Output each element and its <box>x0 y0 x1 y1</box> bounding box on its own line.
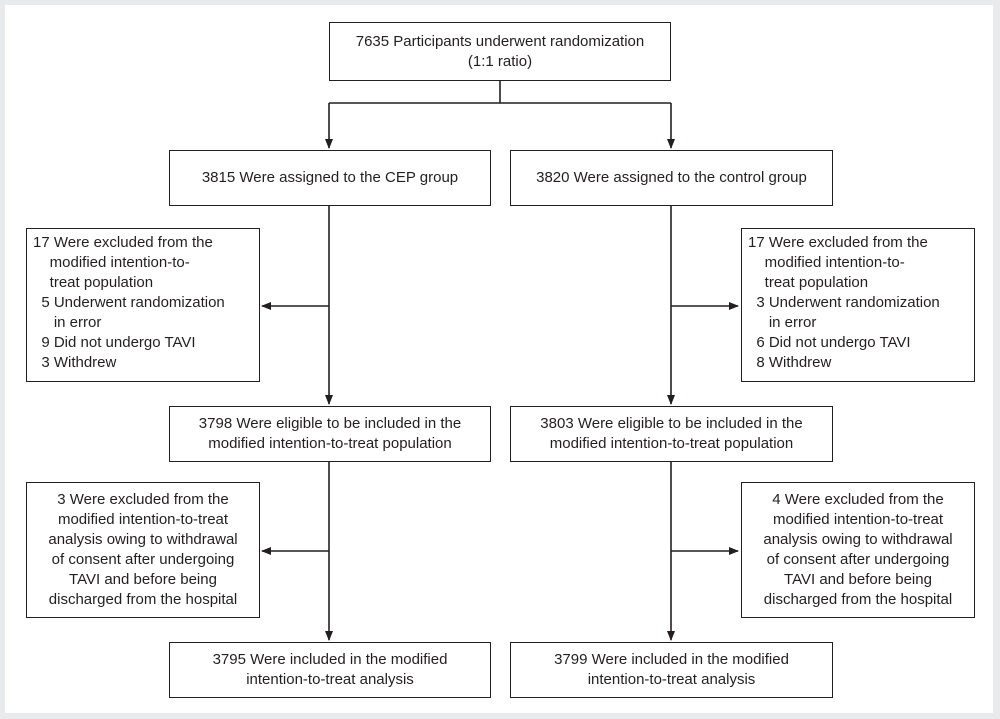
control-excluded-analysis-line: TAVI and before being <box>784 571 932 588</box>
control-assigned-box: 3820 Were assigned to the control group <box>510 150 833 206</box>
cep-excluded-analysis-line: modified intention-to-treat <box>57 511 229 528</box>
cep-excluded-line: 9 Did not undergo TAVI <box>33 334 196 351</box>
control-excluded-population-box: 17 Were excluded from the modified inten… <box>741 228 975 382</box>
control-excluded-analysis-line: discharged from the hospital <box>763 591 953 608</box>
control-excluded-line: 17 Were excluded from the <box>748 234 928 251</box>
control-eligible-line-2: modified intention-to-treat population <box>549 435 794 452</box>
control-included-line-1: 3799 Were included in the modified <box>554 651 789 668</box>
control-eligible-box: 3803 Were eligible to be included in the… <box>510 406 833 462</box>
cep-excluded-analysis-line: TAVI and before being <box>69 571 217 588</box>
control-excluded-analysis-line: modified intention-to-treat <box>772 511 944 528</box>
cep-included-line-1: 3795 Were included in the modified <box>212 651 448 668</box>
cep-excluded-line: in error <box>33 314 102 331</box>
cep-eligible-line-1: 3798 Were eligible to be included in the <box>198 415 462 432</box>
cep-excluded-line: treat population <box>33 274 154 291</box>
control-excluded-line: modified intention-to- <box>748 254 905 271</box>
cep-excluded-analysis-line: discharged from the hospital <box>48 591 238 608</box>
cep-excluded-line: 5 Underwent randomization <box>33 294 225 311</box>
cep-excluded-line: 3 Withdrew <box>33 354 117 371</box>
randomization-box: 7635 Participants underwent randomizatio… <box>329 22 671 81</box>
cep-eligible-line-2: modified intention-to-treat population <box>208 435 452 452</box>
cep-assigned-box: 3815 Were assigned to the CEP group <box>169 150 491 206</box>
control-excluded-analysis-box: 4 Were excluded from the modified intent… <box>741 482 975 618</box>
cep-included-line-2: intention-to-treat analysis <box>246 671 414 688</box>
control-excluded-line: 3 Underwent randomization <box>748 294 940 311</box>
control-excluded-analysis-line: analysis owing to withdrawal <box>763 531 953 548</box>
control-excluded-line: in error <box>748 314 817 331</box>
cep-assigned-text: 3815 Were assigned to the CEP group <box>201 169 459 186</box>
control-included-line-2: intention-to-treat analysis <box>587 671 756 688</box>
cep-excluded-population-box: 17 Were excluded from the modified inten… <box>26 228 260 382</box>
cep-excluded-analysis-line: of consent after undergoing <box>51 551 235 568</box>
control-included-box: 3799 Were included in the modified inten… <box>510 642 833 698</box>
control-excluded-line: treat population <box>748 274 869 291</box>
control-eligible-line-1: 3803 Were eligible to be included in the <box>540 415 803 432</box>
control-assigned-text: 3820 Were assigned to the control group <box>536 169 807 186</box>
control-excluded-line: 6 Did not undergo TAVI <box>748 334 911 351</box>
cep-excluded-analysis-line: analysis owing to withdrawal <box>48 531 238 548</box>
control-excluded-line: 8 Withdrew <box>748 354 832 371</box>
cep-excluded-line: 17 Were excluded from the <box>33 234 213 251</box>
cep-excluded-analysis-line: 3 Were excluded from the <box>57 491 229 508</box>
randomization-line-1: 7635 Participants underwent randomizatio… <box>355 32 645 50</box>
control-excluded-analysis-line: 4 Were excluded from the <box>772 491 944 508</box>
cep-excluded-analysis-box: 3 Were excluded from the modified intent… <box>26 482 260 618</box>
cep-included-box: 3795 Were included in the modified inten… <box>169 642 491 698</box>
cep-eligible-box: 3798 Were eligible to be included in the… <box>169 406 491 462</box>
cep-excluded-line: modified intention-to- <box>33 254 190 271</box>
randomization-line-2: (1:1 ratio) <box>467 52 533 70</box>
control-excluded-analysis-line: of consent after undergoing <box>766 551 950 568</box>
